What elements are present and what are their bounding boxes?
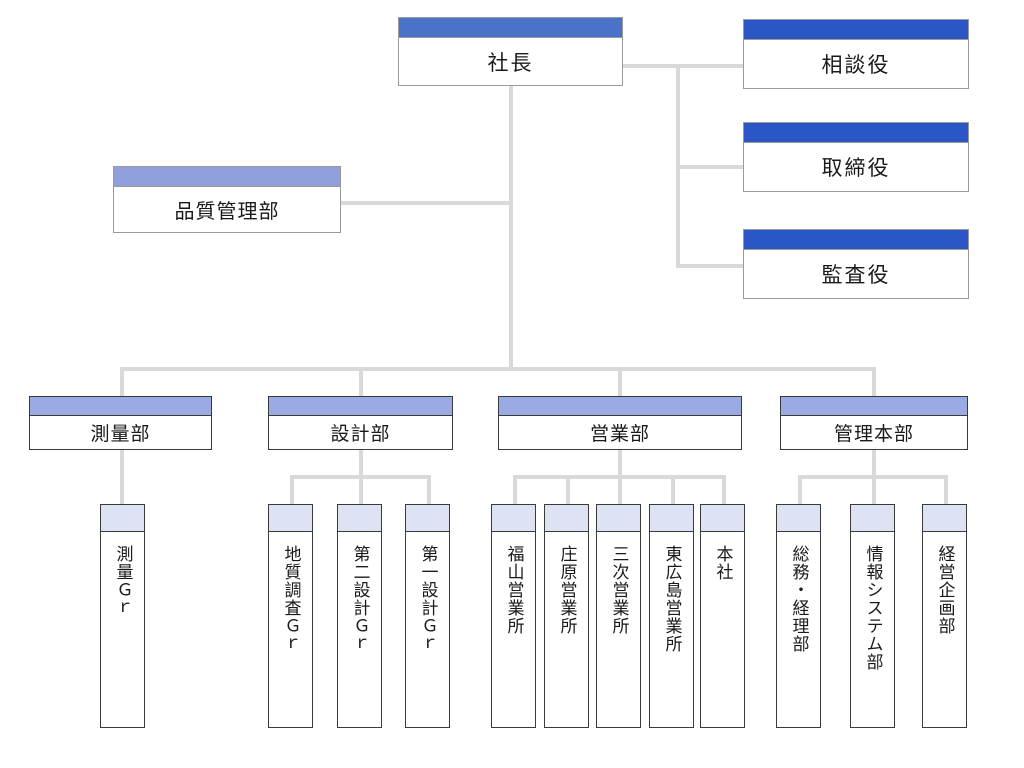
node-miyoshi-office-header xyxy=(597,505,640,532)
connector-sales-stem xyxy=(618,450,622,477)
connector-branch-quality xyxy=(341,201,513,205)
node-geo-group-label: 地質調査Ｇｒ xyxy=(281,545,301,653)
node-auditor-header xyxy=(744,230,968,250)
node-design1-group-header xyxy=(406,505,449,532)
connector-drop-sales xyxy=(618,367,622,397)
connector-drop-survey xyxy=(120,367,124,397)
node-director-header xyxy=(744,123,968,143)
node-soumu-dept-label: 総務・経理部 xyxy=(789,545,809,653)
connector-drop-design xyxy=(359,367,363,397)
node-higashihiroshima-office[interactable]: 東広島営業所 xyxy=(649,504,694,728)
node-president-header xyxy=(399,18,622,38)
node-kikaku-dept[interactable]: 経営企画部 xyxy=(922,504,967,728)
connector-admin-drop-1 xyxy=(798,475,802,505)
node-quality-control-label: 品質管理部 xyxy=(114,187,340,232)
node-advisor-header xyxy=(744,20,968,40)
node-design1-group[interactable]: 第一設計Ｇｒ xyxy=(405,504,450,728)
node-quality-control-header xyxy=(114,167,340,187)
connector-drop-admin xyxy=(872,367,876,397)
node-design2-group-header xyxy=(338,505,381,532)
node-fukuyama-office[interactable]: 福山営業所 xyxy=(491,504,536,728)
node-director[interactable]: 取締役 xyxy=(743,122,969,192)
node-sales-dept-label: 営業部 xyxy=(499,416,741,449)
connector-president-trunk xyxy=(509,86,513,369)
node-survey-group[interactable]: 測量Ｇｒ xyxy=(100,504,145,728)
connector-branch-auditor xyxy=(676,264,744,268)
connector-sales-drop-2 xyxy=(566,475,570,505)
node-design-dept-header xyxy=(269,397,452,416)
node-honsha-office[interactable]: 本社 xyxy=(700,504,745,728)
connector-sales-drop-3 xyxy=(618,475,622,505)
node-design-dept-label: 設計部 xyxy=(269,416,452,449)
node-higashihiroshima-office-header xyxy=(650,505,693,532)
node-kikaku-dept-label: 経営企画部 xyxy=(935,545,955,635)
node-sales-dept[interactable]: 営業部 xyxy=(498,396,742,450)
connector-survey-to-group xyxy=(120,450,124,505)
node-honsha-office-header xyxy=(701,505,744,532)
connector-branch-director xyxy=(676,165,744,169)
node-design2-group-label: 第二設計Ｇｒ xyxy=(350,545,370,653)
node-survey-dept-label: 測量部 xyxy=(30,416,211,449)
node-president-label: 社長 xyxy=(399,38,622,85)
node-design1-group-label: 第一設計Ｇｒ xyxy=(418,545,438,653)
node-miyoshi-office[interactable]: 三次営業所 xyxy=(596,504,641,728)
node-sales-dept-header xyxy=(499,397,741,416)
node-admin-dept-header xyxy=(781,397,967,416)
node-miyoshi-office-label: 三次営業所 xyxy=(609,545,629,635)
connector-department-bar xyxy=(120,367,876,371)
node-survey-dept-header xyxy=(30,397,211,416)
connector-admin-drop-2 xyxy=(872,475,876,505)
node-quality-control[interactable]: 品質管理部 xyxy=(113,166,341,233)
connector-design-stem xyxy=(359,450,363,477)
connector-design-drop-3 xyxy=(427,475,431,505)
node-shobara-office-header xyxy=(545,505,588,532)
node-joho-system-dept-header xyxy=(851,505,894,532)
node-design-dept[interactable]: 設計部 xyxy=(268,396,453,450)
node-fukuyama-office-header xyxy=(492,505,535,532)
node-geo-group[interactable]: 地質調査Ｇｒ xyxy=(268,504,313,728)
node-design2-group[interactable]: 第二設計Ｇｒ xyxy=(337,504,382,728)
node-advisor[interactable]: 相談役 xyxy=(743,19,969,89)
connector-design-drop-2 xyxy=(359,475,363,505)
connector-admin-stem xyxy=(872,450,876,477)
node-admin-dept[interactable]: 管理本部 xyxy=(780,396,968,450)
node-higashihiroshima-office-label: 東広島営業所 xyxy=(662,545,682,653)
node-survey-group-header xyxy=(101,505,144,532)
node-president[interactable]: 社長 xyxy=(398,17,623,86)
node-auditor[interactable]: 監査役 xyxy=(743,229,969,299)
node-survey-dept[interactable]: 測量部 xyxy=(29,396,212,450)
node-shobara-office-label: 庄原営業所 xyxy=(557,545,577,635)
connector-sales-drop-5 xyxy=(722,475,726,505)
node-kikaku-dept-header xyxy=(923,505,966,532)
node-honsha-office-label: 本社 xyxy=(713,545,733,581)
connector-branch-advisor xyxy=(676,64,744,68)
node-joho-system-dept-label: 情報システム部 xyxy=(863,545,883,671)
connector-president-to-exec xyxy=(622,64,680,68)
connector-design-drop-1 xyxy=(290,475,294,505)
node-admin-dept-label: 管理本部 xyxy=(781,416,967,449)
node-shobara-office[interactable]: 庄原営業所 xyxy=(544,504,589,728)
node-joho-system-dept[interactable]: 情報システム部 xyxy=(850,504,895,728)
connector-admin-drop-3 xyxy=(944,475,948,505)
node-geo-group-header xyxy=(269,505,312,532)
connector-sales-drop-4 xyxy=(671,475,675,505)
connector-sales-drop-1 xyxy=(513,475,517,505)
node-survey-group-label: 測量Ｇｒ xyxy=(113,545,133,617)
node-advisor-label: 相談役 xyxy=(744,40,968,88)
node-director-label: 取締役 xyxy=(744,143,968,191)
node-auditor-label: 監査役 xyxy=(744,250,968,298)
node-soumu-dept[interactable]: 総務・経理部 xyxy=(776,504,821,728)
node-soumu-dept-header xyxy=(777,505,820,532)
node-fukuyama-office-label: 福山営業所 xyxy=(504,545,524,635)
